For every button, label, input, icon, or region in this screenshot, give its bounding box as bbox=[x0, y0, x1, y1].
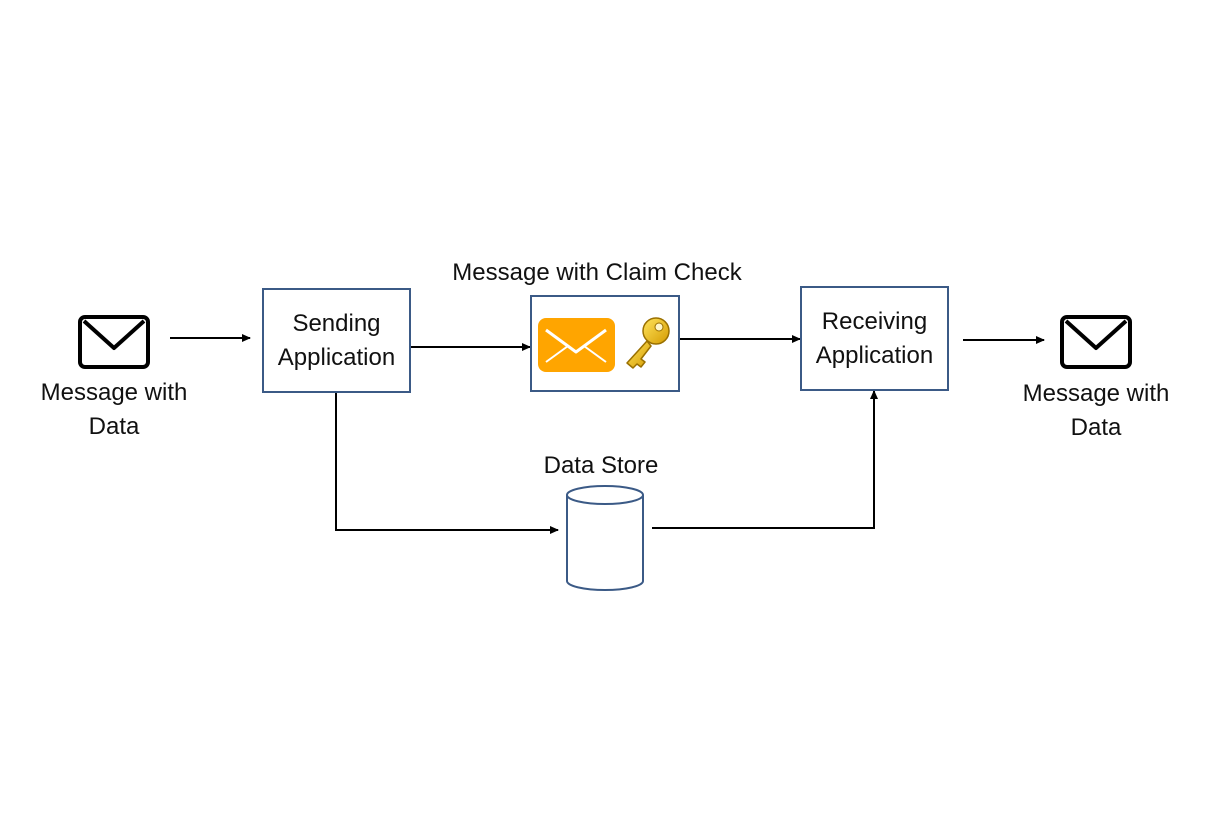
input-message-label-line1: Message with bbox=[40, 379, 188, 406]
claim-check-message-box[interactable] bbox=[530, 295, 680, 392]
orange-envelope-icon bbox=[538, 318, 615, 372]
receiving-application-line2: Application bbox=[815, 341, 934, 369]
key-icon bbox=[626, 317, 670, 369]
input-message-label: Message with Data bbox=[32, 376, 196, 444]
input-envelope-icon bbox=[78, 315, 150, 369]
output-envelope-icon bbox=[1060, 315, 1132, 369]
sending-application-line1: Sending bbox=[292, 309, 381, 337]
receiving-application-line1: Receiving bbox=[821, 307, 928, 335]
arrow-data-store-to-receiver bbox=[652, 390, 878, 529]
input-message-label-line2: Data bbox=[88, 413, 140, 440]
arrow-sender-to-data-store bbox=[335, 393, 559, 534]
sending-application-line2: Application bbox=[277, 343, 396, 371]
output-message-label-line1: Message with bbox=[1022, 380, 1170, 407]
sending-application-box[interactable]: Sending Application bbox=[262, 288, 411, 393]
claim-check-message-label: Message with Claim Check bbox=[452, 259, 742, 286]
receiving-application-box[interactable]: Receiving Application bbox=[800, 286, 949, 391]
data-store-cylinder-icon bbox=[566, 485, 644, 591]
data-store-label: Data Store bbox=[543, 452, 659, 479]
output-message-label-line2: Data bbox=[1070, 414, 1122, 441]
output-message-label: Message with Data bbox=[1014, 377, 1178, 445]
